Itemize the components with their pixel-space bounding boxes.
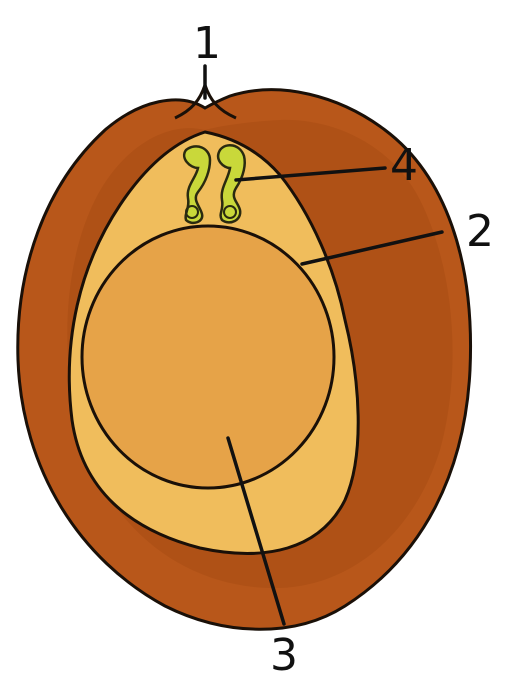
label-1: 1	[193, 18, 221, 69]
label-3: 3	[270, 630, 298, 681]
label-2: 2	[466, 206, 494, 257]
label-4: 4	[390, 140, 418, 191]
cotyledon	[82, 226, 334, 488]
